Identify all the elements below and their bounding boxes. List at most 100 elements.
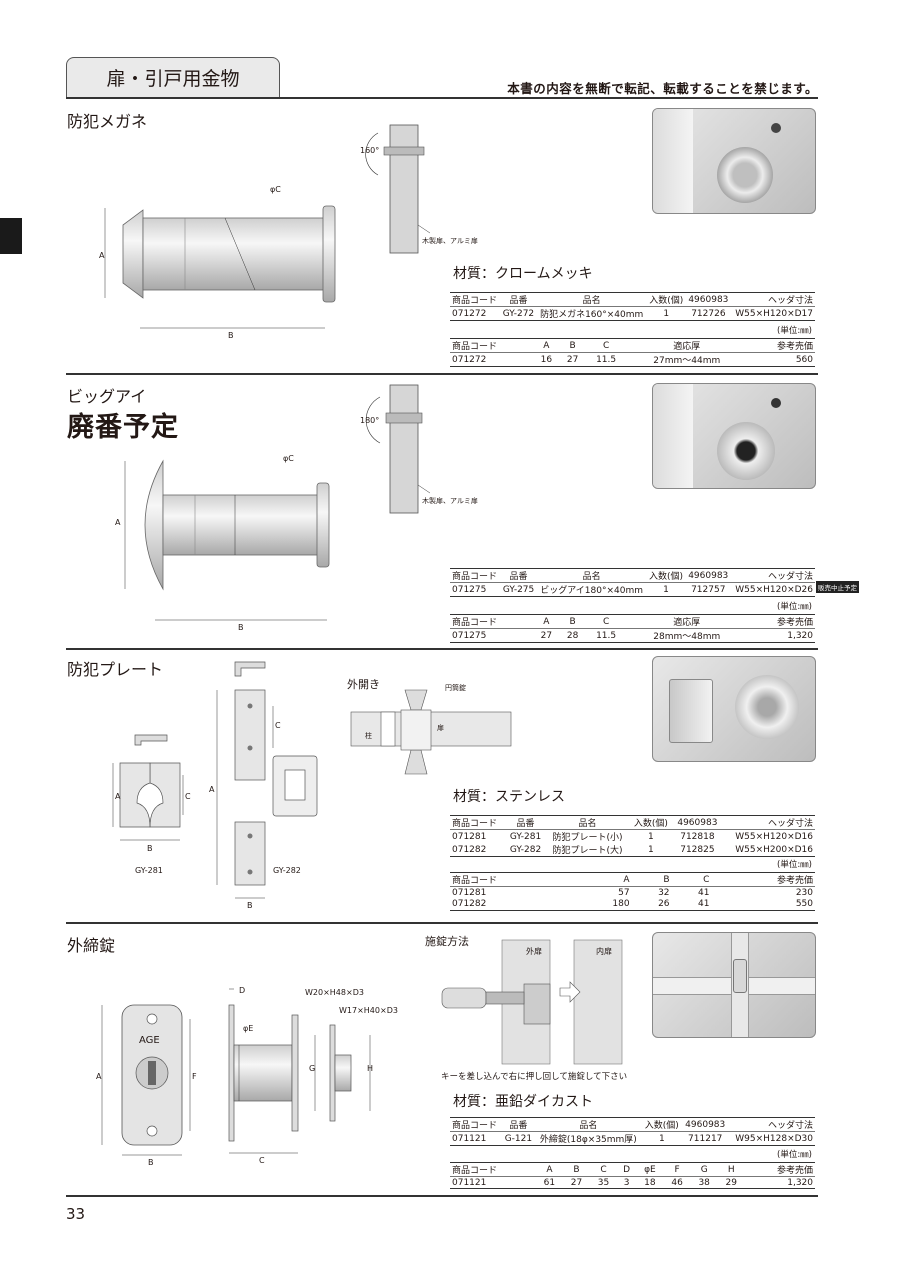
table-cell: 外締錠(18φ×35mm厚) [535,1131,642,1146]
table-cell: 071275 [450,582,501,597]
sec4-caption: キーを差し込んで右に押し回して施錠して下さい [441,1072,628,1082]
sec3-label-gy281: GY-281 [135,866,163,875]
table-cell: 3 [617,1176,637,1189]
sec4-plate-2-size: W17×H40×D3 [339,1006,398,1015]
table-cell: C [585,338,627,353]
sec4-method-diagram: 外扉 内扉 [441,939,623,1065]
sec3-large-dim-b: B [247,901,253,910]
table-cell: G [690,1162,718,1177]
table-cell: 28mm～48mm [626,628,748,643]
table-cell: 防犯プレート(小) [552,833,623,843]
table-cell: 071272 [450,352,534,367]
page-number: 33 [66,1205,86,1223]
table-cell: 27 [559,352,586,367]
sec3-pillar-label: 柱 [365,731,372,740]
table-cell: 29 [717,1176,745,1189]
sec4-unit: (単位:㎜) [777,1150,812,1160]
sec3-label-gy282: GY-282 [273,866,301,875]
table-cell: 商品コード [450,338,534,353]
sec3-plate-small: A C B GY-281 [112,734,191,875]
sec3-open-label: 外開き [347,678,380,691]
table-cell: 1,320 [747,628,815,643]
table-cell: B [631,872,672,887]
category-tab[interactable]: 扉・引戸用金物 [66,57,280,97]
sec1-unit: (単位:㎜) [777,326,812,336]
table-cell: 46 [663,1176,691,1189]
sec1-door-diagram: 160° 木製扉、アルミ扉 [360,124,478,254]
table-cell: 防犯プレート(大) [545,843,630,857]
table-cell: 4960983 [672,815,723,830]
sec3-photo [652,656,816,762]
table-cell: 商品コード [450,292,501,307]
sec3-large-dim-c: C [275,721,281,730]
table-cell: 品番 [501,1117,535,1132]
table-cell: 16 [533,352,560,367]
sec4-material: 材質：亜鉛ダイカスト [453,1094,593,1110]
door-edge [653,109,693,213]
section-divider [66,648,818,650]
table-cell: A [533,614,560,629]
sec4-inner-door-label: 内扉 [596,946,612,956]
sec2-unit: (単位:㎜) [777,602,812,612]
table-cell: A [576,872,632,887]
table-cell: 品名 [536,292,647,307]
table-cell: 品番 [505,815,546,830]
table-cell: GY-281 [509,831,542,842]
sec3-small-dim-c: C [185,792,191,801]
table-cell: 57 [618,887,630,898]
category-tab-label: 扉・引戸用金物 [106,68,240,90]
table-cell: 071282 [450,898,577,911]
table-cell: 参考売価 [744,1162,815,1177]
sec2-angle: 180° [360,416,379,425]
sec2-drawing: A B φC [115,454,330,632]
sec4-dim-f: F [192,1072,197,1081]
table-cell: 品名 [536,568,647,583]
sec1-dim-a: A [99,251,105,260]
table-cell: 入数(個) [629,815,673,830]
table-cell: W55×H120×D26 [730,582,815,597]
sec2-dim-a: A [115,518,121,527]
table-cell: GY-282 [505,843,546,857]
table-cell: 商品コード [450,815,506,830]
table-cell: 27 [533,628,560,643]
table-cell: W55×H120×D16 [735,831,813,842]
table-cell: ヘッダ寸法 [722,815,815,830]
table-cell: φE [636,1162,664,1177]
table-cell: W55×H120×D17 [731,306,815,321]
table-cell: 712726 [685,306,732,321]
sec3-large-dim-a: A [209,785,215,794]
sec1-title: 防犯メガネ [67,112,148,131]
section-divider [66,922,818,924]
table-cell: GY-272 [500,306,537,321]
table-cell: 商品コード [450,1117,502,1132]
table-cell: 230 [795,887,813,898]
table-cell: 180 [576,898,632,911]
peephole-detail-icon [771,123,781,133]
table-cell: 41 [698,887,710,898]
sec4-dim-g: G [309,1064,315,1073]
table-cell: 防犯メガネ160°×40mm [536,306,647,321]
table-cell: 711217 [681,1131,729,1146]
sec3-install-diagram: 外開き 円筒錠 扉 柱 [347,678,512,775]
door-edge [653,384,693,488]
sec3-small-dim-b: B [147,844,153,853]
sec3-small-dim-a: A [115,792,121,801]
table-cell: C [671,872,712,887]
